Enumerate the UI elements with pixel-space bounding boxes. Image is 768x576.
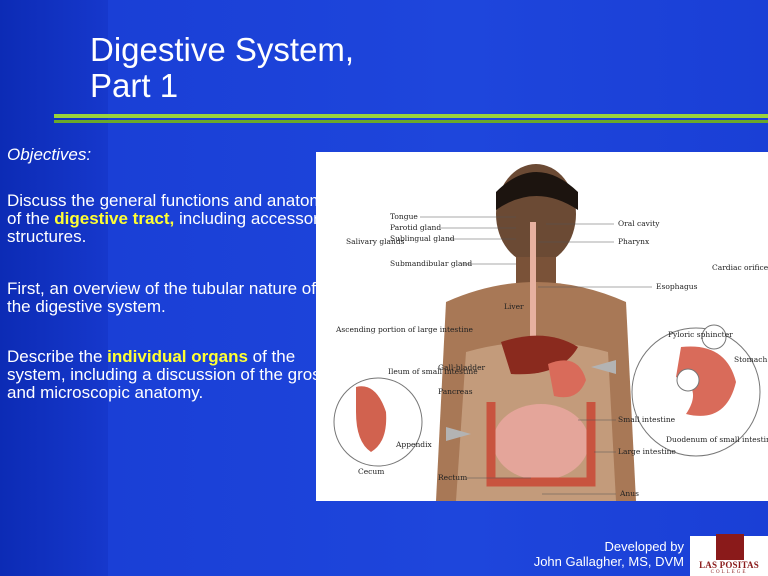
p1-highlight: digestive tract, [54,209,175,228]
p1-text-a: Discuss the general functions and anatom… [7,191,333,228]
title-rule [54,114,768,118]
label-pyloric: Pyloric sphincter [668,330,733,339]
label-esophagus: Esophagus [656,282,698,291]
label-pancreas: Pancreas [438,387,473,396]
stomach-shape [548,360,586,398]
credit-line-2: John Gallagher, MS, DVM [533,554,684,569]
college-logo-name: LAS POSITAS [699,560,759,570]
stomach-arrow [591,360,616,374]
label-ascending: Ascending portion of large intestine [335,325,474,334]
college-logo-sub: COLLEGE [710,570,748,575]
label-submandibular: Submandibular gland [390,259,472,268]
label-anus: Anus [619,489,639,498]
p3-highlight: individual organs [107,347,248,366]
label-cecum: Cecum [358,467,384,476]
title-line-1: Digestive System, [90,31,355,68]
label-pharynx: Pharynx [618,237,650,246]
small-intestine-shape [493,404,589,480]
title-line-2: Part 1 [90,67,179,104]
label-large-intestine: Large intestine [618,447,676,456]
stomach-inset-organ [676,346,736,416]
large-intestine-shape [486,402,596,487]
label-duodenum: Duodenum of small intestine [666,435,768,444]
college-logo-mark [716,534,744,560]
label-salivary: Salivary glands [346,237,405,246]
p3-text-a: Describe the [7,347,108,366]
p1-text-b: including accessory structures. [7,209,328,246]
digestive-system-illustration: Tongue Parotid gland Sublingual gland Sa… [316,152,768,501]
objective-paragraph-1: Discuss the general functions and anatom… [7,192,337,246]
label-appendix: Appendix [395,440,432,449]
p3-text-b: of the system, including a discussion of… [7,347,330,402]
cecum-inset-organ [356,386,387,452]
credit-line-1: Developed by [604,539,685,554]
hair-shape [496,172,578,210]
label-small-intestine: Small intestine [618,415,676,424]
label-stomach: Stomach [734,355,767,364]
cecum-arrow [446,427,471,441]
left-band [0,0,108,576]
esophagus-shape [530,222,536,362]
objectives-label: Objectives: [7,145,92,164]
label-rectum: Rectum [438,473,467,482]
label-tongue: Tongue [390,212,418,221]
label-cardiac-orifice: Cardiac orifice [712,263,768,272]
author-credit: Developed by John Gallagher, MS, DVM [500,539,684,569]
objective-paragraph-2: First, an overview of the tubular nature… [7,279,316,316]
slide-title: Digestive System, Part 1 [90,32,354,104]
pyloric-inset [676,368,700,392]
label-sublingual: Sublingual gland [390,234,455,243]
title-rule-shadow [54,120,768,123]
cardiac-inset [701,324,727,350]
label-gallbladder: Gall-bladder [438,363,486,372]
label-liver: Liver [504,302,524,311]
label-oral-cavity: Oral cavity [618,219,660,228]
label-ileum: Ileum of small intestine [388,367,478,376]
anatomy-figure: Tongue Parotid gland Sublingual gland Sa… [333,164,768,501]
objective-paragraph-3: Describe the individual organs of the sy… [7,348,347,402]
label-parotid: Parotid gland [390,223,441,232]
